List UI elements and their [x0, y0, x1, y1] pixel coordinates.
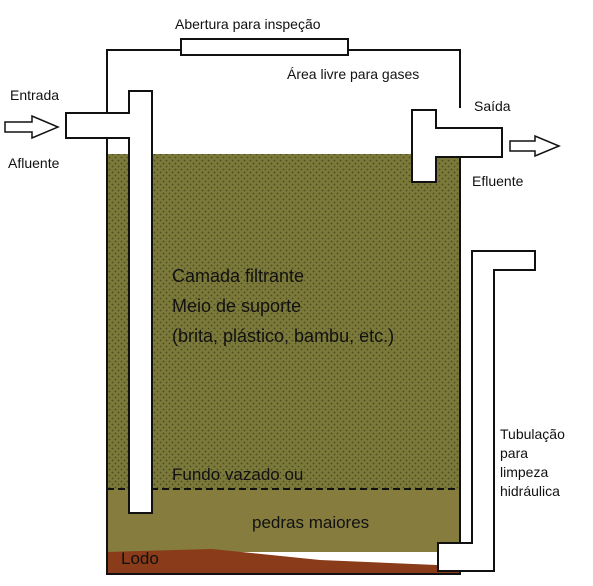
inlet-pipe: [65, 90, 153, 514]
cleaning-pipe-label: Tubulação para limpeza hidráulica: [500, 425, 565, 501]
false-bottom-label: Fundo vazado ou: [172, 465, 304, 484]
gas-space-label: Área livre para gases: [287, 66, 420, 82]
inspection-label: Abertura para inspeção: [175, 16, 321, 32]
cleaning-label-line2: para: [500, 445, 529, 461]
outlet-arrow: [509, 134, 561, 158]
sludge-label: Lodo: [121, 549, 159, 568]
outlet-label: Saída: [474, 98, 511, 114]
inlet-label: Entrada: [10, 87, 60, 103]
filter-label-line3: (brita, plástico, bambu, etc.): [172, 326, 395, 346]
filter-label-line2: Meio de suporte: [172, 296, 302, 316]
cleaning-label-line1: Tubulação: [500, 426, 565, 442]
filter-media-layer: [107, 154, 460, 490]
cleaning-pipe: [437, 250, 536, 572]
filter-media-label: Camada filtrante Meio de suporte (brita,…: [172, 261, 394, 351]
influent-label: Afluente: [8, 155, 60, 171]
cleaning-label-line3: limpeza: [500, 464, 549, 480]
cleaning-label-line4: hidráulica: [500, 483, 560, 499]
outlet-pipe: [411, 109, 503, 183]
inspection-opening: [180, 38, 349, 56]
effluent-label: Efluente: [472, 173, 524, 189]
filter-label-line1: Camada filtrante: [172, 266, 305, 286]
big-stones-label: pedras maiores: [252, 513, 370, 532]
sludge-layer: [107, 549, 460, 574]
bottom-stone-layer: [107, 490, 460, 552]
inlet-arrow: [4, 114, 60, 140]
